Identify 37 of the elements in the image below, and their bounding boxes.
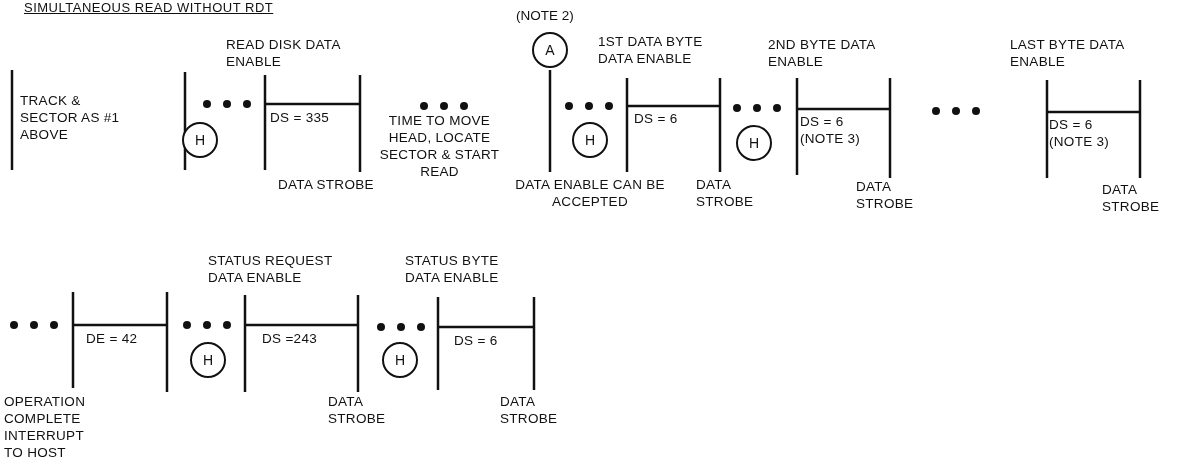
circle-marker — [572, 122, 608, 158]
marker-letter: H — [584, 132, 596, 148]
timing-label: DS = 6 (NOTE 3) — [1049, 116, 1111, 150]
timing-label: DS =243 — [262, 330, 318, 347]
timing-label: OPERATION COMPLETE INTERRUPT TO HOST — [4, 393, 87, 461]
timing-label: DS = 335 — [270, 109, 331, 126]
marker-letter: H — [394, 352, 406, 368]
timing-label: 1ST DATA BYTE DATA ENABLE — [598, 33, 704, 67]
timing-label: DS = 6 — [634, 110, 679, 127]
timing-label: TIME TO MOVE HEAD, LOCATE SECTOR & START READ — [378, 112, 501, 180]
marker-letter: H — [202, 352, 214, 368]
circle-marker — [532, 32, 568, 68]
timing-label: LAST BYTE DATA ENABLE — [1010, 36, 1125, 70]
timing-label: DS = 6 — [454, 332, 499, 349]
timing-label: DATA STROBE — [856, 178, 915, 212]
circle-marker — [182, 122, 218, 158]
marker-letter: H — [748, 135, 760, 151]
note-label: (NOTE 2) — [516, 8, 574, 23]
circle-marker — [382, 342, 418, 378]
timing-label: DATA STROBE — [696, 176, 755, 210]
timing-label: DATA STROBE — [278, 176, 375, 193]
timing-label: DE = 42 — [86, 330, 139, 347]
circle-marker — [736, 125, 772, 161]
timing-label: DATA STROBE — [328, 393, 387, 427]
timing-label: STATUS BYTE DATA ENABLE — [405, 252, 500, 286]
diagram-title: SIMULTANEOUS READ WITHOUT RDT — [24, 0, 274, 15]
timing-label: STATUS REQUEST DATA ENABLE — [208, 252, 334, 286]
circle-marker — [190, 342, 226, 378]
timing-label: READ DISK DATA ENABLE — [226, 36, 341, 70]
marker-letter: H — [194, 132, 206, 148]
timing-label: DS = 6 (NOTE 3) — [800, 113, 862, 147]
timing-label: DATA STROBE — [1102, 181, 1161, 215]
timing-label: TRACK & SECTOR AS #1 ABOVE — [20, 92, 120, 143]
timing-label: 2ND BYTE DATA ENABLE — [768, 36, 876, 70]
timing-label: DATA STROBE — [500, 393, 559, 427]
timing-label: DATA ENABLE CAN BE ACCEPTED — [515, 176, 665, 210]
marker-letter: A — [545, 42, 555, 58]
